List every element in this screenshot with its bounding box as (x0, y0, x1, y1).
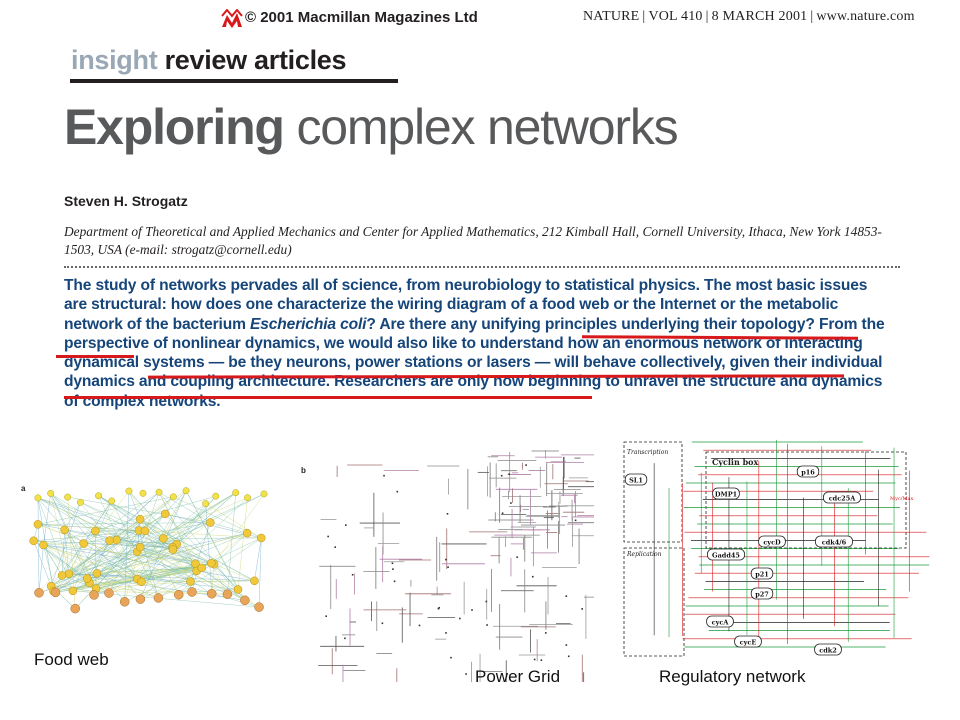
section-label-insight: insight (71, 45, 158, 75)
cyclin-box-label: Cyclin box (712, 457, 758, 467)
journal-volume: VOL 410 (648, 9, 703, 24)
transcription-box (623, 441, 683, 543)
power-grid-figure (318, 450, 594, 682)
reg-node: cdk2 (814, 643, 842, 656)
abstract-species-name: Escherichia coli (250, 315, 367, 333)
caption-regulatory-network: Regulatory network (659, 667, 806, 686)
caption-power-grid: Power Grid (475, 667, 561, 686)
reg-node: cycE (734, 635, 762, 648)
svg-text:DMP1: DMP1 (715, 491, 737, 499)
highlight-underline-2 (56, 355, 134, 358)
reg-node: cdk4/6 (814, 535, 853, 548)
copyright-notice: © 2001 Macmillan Magazines Ltd (245, 9, 478, 26)
transcription-box-label: Transcription (627, 449, 668, 456)
author-affiliation: Department of Theoretical and Applied Me… (64, 224, 882, 257)
power-grid-lines (318, 450, 594, 682)
reg-node: SL1 (624, 473, 648, 486)
svg-text:cdk4/6: cdk4/6 (822, 539, 847, 547)
dotted-divider (64, 266, 900, 268)
macmillan-logo-icon (221, 9, 243, 28)
section-rule (70, 79, 398, 83)
svg-text:cdk2: cdk2 (819, 647, 837, 655)
section-label: insight review articles (71, 45, 347, 76)
svg-text:cdc25A: cdc25A (829, 495, 857, 503)
svg-text:cycA: cycA (712, 619, 730, 627)
abstract-text-1: The study of networks pervades all of sc… (64, 277, 868, 333)
reg-node: cdc25A (822, 491, 861, 504)
article-title-rest: complex networks (296, 99, 678, 155)
reg-node: p27 (750, 587, 774, 600)
svg-text:p16: p16 (801, 469, 815, 477)
svg-text:p21: p21 (755, 571, 769, 579)
panel-label-a: a (21, 484, 26, 493)
journal-website: www.nature.com (816, 9, 915, 24)
svg-text:Gadd45: Gadd45 (712, 552, 740, 560)
svg-text:cycD: cycD (763, 539, 781, 547)
highlight-underline-4 (64, 396, 592, 399)
food-web-figure (29, 487, 268, 614)
replication-box-label: Replication (626, 551, 662, 558)
regulatory-network-links (653, 439, 930, 648)
section-label-review: review articles (164, 45, 347, 75)
svg-text:cycE: cycE (740, 639, 757, 647)
reg-node: p21 (750, 567, 774, 580)
journal-date: 8 MARCH 2001 (711, 9, 808, 24)
journal-reference: NATURE|VOL 410|8 MARCH 2001|www.nature.c… (583, 9, 915, 24)
reg-node: cycA (706, 615, 734, 628)
reg-node: DMP1 (712, 487, 740, 500)
svg-text:p27: p27 (755, 591, 769, 599)
article-title: Exploring complex networks (64, 99, 679, 155)
article-author: Steven H. Strogatz (64, 193, 188, 209)
cyclin-box (705, 451, 907, 549)
food-web-nodes (29, 487, 268, 614)
caption-food-web: Food web (34, 650, 109, 669)
panel-label-b: b (301, 466, 306, 475)
reg-node: Gadd45 (707, 548, 746, 561)
svg-text:SL1: SL1 (629, 477, 643, 485)
journal-name: NATURE (583, 9, 640, 24)
reg-node: cycD (758, 535, 786, 548)
regulatory-network-figure: Transcription Cyclin box Replication SL1… (623, 439, 930, 657)
reg-node: Myc/Max (890, 496, 914, 502)
svg-text:Myc/Max: Myc/Max (890, 496, 914, 502)
article-abstract: The study of networks pervades all of sc… (64, 276, 894, 411)
article-title-bold: Exploring (64, 99, 285, 155)
reg-node: p16 (796, 465, 820, 478)
